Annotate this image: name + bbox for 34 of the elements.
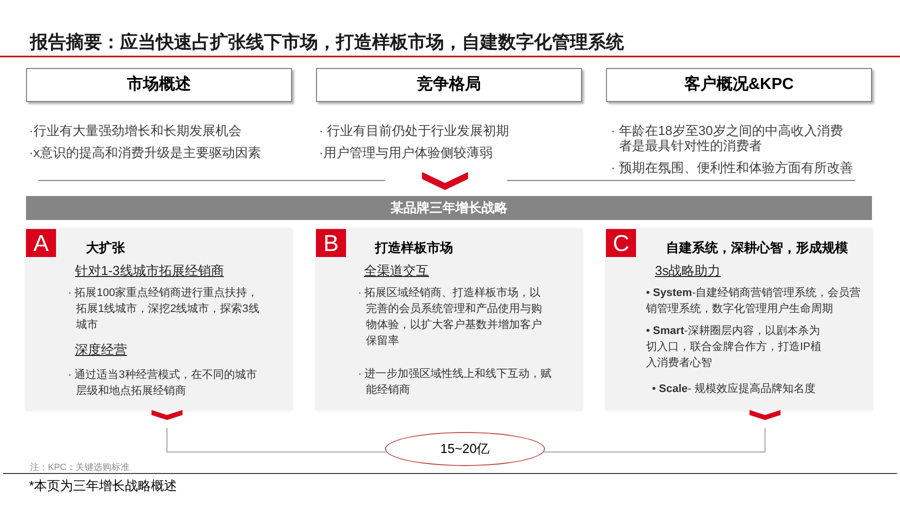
value-ellipse: 15~20亿 xyxy=(385,432,545,466)
bullet-text: · 通过适当3种经营模式，在不同的城市层级和地点拓展经销商 xyxy=(68,368,258,399)
bullet-text: · 进一步加强区域性线上和线下互动，赋能经销商 xyxy=(358,367,553,398)
bullet-text: ·行业有大量强劲增长和长期发展机会 xyxy=(29,123,242,138)
bullet-text: • Scale- 规模效应提高品牌知名度 xyxy=(652,382,816,397)
strategy-panel xyxy=(606,229,872,410)
bullet-text: · 拓展区域经销商、打造样板市场，以完善的会员系统管理和产品使用与购物体验，以扩大客户基数并增加客户保留率 xyxy=(358,286,543,349)
header-title: 竞争格局 xyxy=(417,75,481,95)
panel-subheading: 全渠道交互 xyxy=(364,263,429,279)
panel-heading: 打造样板市场 xyxy=(375,240,453,256)
bullet-text: • System-自建经销商营销管理系统，会员营销管理系统，数字化管理用户生命周期 xyxy=(646,286,862,317)
panel-subheading: 3s战略助力 xyxy=(655,263,721,279)
panel-heading: 自建系统，深耕心智，形成规模 xyxy=(666,240,848,256)
letter-badge: A xyxy=(26,229,56,257)
note-text: *本页为三年增长战略概述 xyxy=(29,478,178,494)
bullet-text: ·用户管理与用户体验侧较薄弱 xyxy=(319,145,494,160)
letter-badge: B xyxy=(316,229,346,257)
panel-heading: 大扩张 xyxy=(86,240,125,256)
strategy-panel xyxy=(26,229,292,410)
strategy-panel xyxy=(316,229,582,410)
bullet-text: · 年龄在18岁至30岁之间的中高收入消费者是最具针对性的消费者 xyxy=(611,123,844,153)
footnote: 注：KPC：关键选购标准 xyxy=(30,462,130,472)
bullet-text: • Smart-深耕圈层内容，以剧本杀为切入口，联合金牌合作方，打造IP植入消费者心智 xyxy=(646,324,822,371)
page-title: 报告摘要：应当快速占扩张线下市场，打造样板市场，自建数字化管理系统 xyxy=(30,31,624,54)
bullet-text: · 行业有目前仍处于行业发展初期 xyxy=(319,123,510,138)
bullet-text: ·x意识的提高和消费升级是主要驱动因素 xyxy=(29,145,262,160)
panel-subheading: 深度经营 xyxy=(75,342,127,358)
header-title: 客户概况&KPC xyxy=(684,75,794,95)
bullet-text: · 拓展100家重点经销商进行重点扶持，拓展1线城市，深挖2线城市，探索3线城市 xyxy=(68,286,260,333)
header-title: 市场概述 xyxy=(127,75,191,95)
section-band: 某品牌三年增长战略 xyxy=(26,196,872,220)
letter-badge: C xyxy=(606,229,636,257)
panel-subheading: 针对1-3线城市拓展经销商 xyxy=(75,263,224,279)
bullet-text: · 预期在氛围、便利性和体验方面有所改善 xyxy=(611,160,854,175)
